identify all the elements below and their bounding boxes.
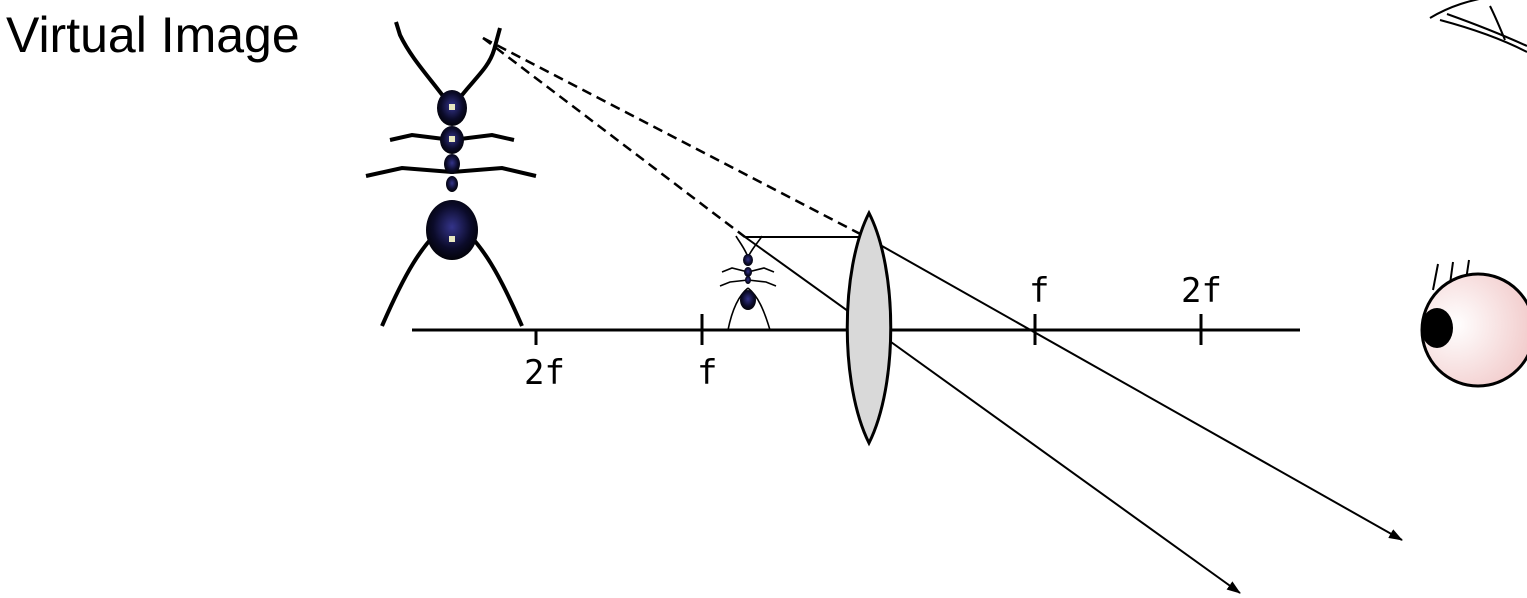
ray-refracted-through-focus <box>865 236 1403 541</box>
label-right-2f: 2f <box>1181 271 1222 311</box>
ant-icon <box>719 235 777 331</box>
virtual-ray-dashed-1 <box>482 36 867 239</box>
magnified-ant-icon <box>365 21 537 327</box>
convex-lens <box>845 209 893 447</box>
diagram-title: Virtual Image <box>6 7 300 63</box>
label-left-f: f <box>697 353 717 393</box>
label-right-f: f <box>1029 271 1049 311</box>
partial-figure-top-right <box>1429 0 1527 53</box>
eye-icon <box>1420 259 1527 388</box>
virtual-ray-dashed-2 <box>482 37 746 238</box>
label-left-2f: 2f <box>524 353 565 393</box>
ray-through-center <box>744 236 1241 594</box>
